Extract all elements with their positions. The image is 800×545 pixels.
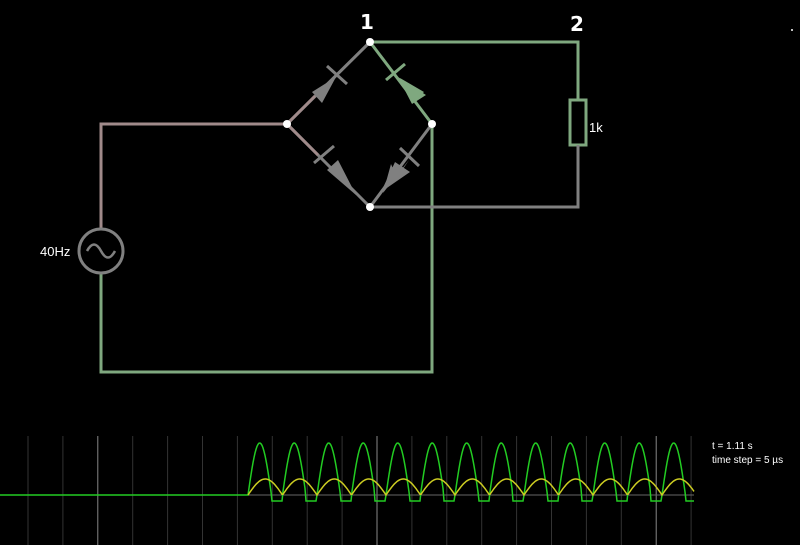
wire-source-bottom[interactable] bbox=[99, 124, 434, 374]
stray-dot bbox=[791, 29, 793, 31]
diode-upper-right[interactable] bbox=[368, 41, 434, 125]
wire-top-output[interactable] bbox=[370, 40, 580, 100]
resistor[interactable] bbox=[568, 98, 588, 147]
node-bottom[interactable] bbox=[366, 203, 374, 211]
scope-time: t = 1.11 s bbox=[712, 441, 753, 452]
resistor-label: 1k bbox=[589, 120, 603, 135]
wire-source-top[interactable] bbox=[99, 122, 287, 229]
diode-lower-left[interactable] bbox=[285, 122, 372, 209]
node-right[interactable] bbox=[428, 120, 436, 128]
scope-traces bbox=[0, 442, 695, 502]
node-label-1: 1 bbox=[360, 10, 374, 34]
node-top[interactable] bbox=[366, 38, 374, 46]
scope-trace-yellow bbox=[247, 478, 695, 497]
scope-timestep: time step = 5 µs bbox=[712, 455, 784, 466]
scope-trace-green bbox=[0, 442, 694, 502]
wire-bottom-return[interactable] bbox=[370, 145, 580, 209]
ac-source[interactable] bbox=[77, 227, 125, 275]
node-label-2: 2 bbox=[570, 12, 584, 36]
sine-icon bbox=[85, 243, 117, 259]
diode-lower-right[interactable] bbox=[368, 123, 434, 208]
scope-grid bbox=[27, 436, 694, 545]
scope[interactable] bbox=[0, 436, 695, 545]
source-label: 40Hz bbox=[40, 244, 71, 259]
diode-upper-left[interactable] bbox=[285, 40, 372, 126]
node-left[interactable] bbox=[283, 120, 291, 128]
